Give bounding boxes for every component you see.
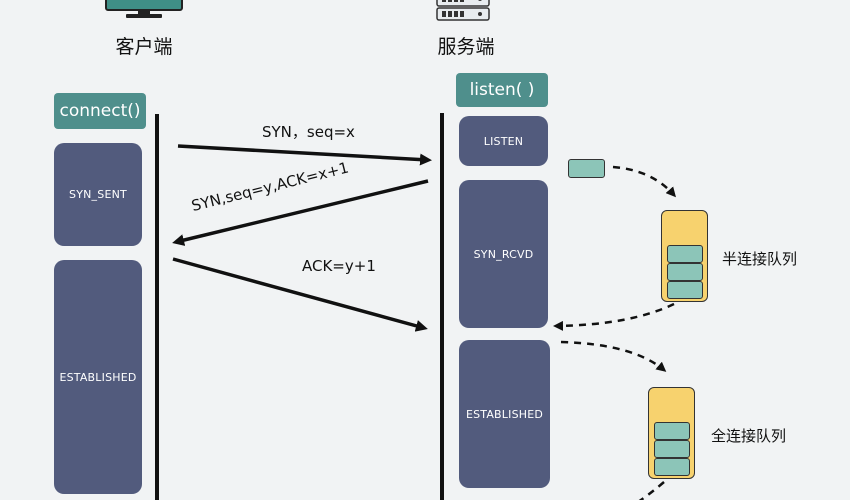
syn-ack-arrow — [172, 179, 429, 246]
server-title: 服务端 — [437, 36, 495, 58]
queue-slot — [654, 440, 690, 458]
half-connection-queue — [661, 210, 708, 302]
connect-call-box: connect() — [54, 93, 146, 129]
queue-slot — [667, 263, 703, 281]
server-state-listen: LISTEN — [459, 116, 548, 166]
to-half-queue-arrow — [612, 165, 676, 198]
from-half-queue-arrow — [553, 302, 675, 331]
server-icon — [436, 0, 490, 21]
queue-slot — [654, 422, 690, 440]
server-timeline — [440, 113, 444, 500]
server-state-established: ESTABLISHED — [459, 340, 550, 488]
client-state-established: ESTABLISHED — [54, 260, 142, 494]
full-queue-label: 全连接队列 — [711, 427, 787, 445]
syn-arrow — [177, 144, 432, 166]
server-state-syn-rcvd: SYN_RCVD — [459, 180, 548, 328]
full-connection-queue — [648, 387, 695, 479]
msg-syn: SYN，seq=x — [262, 123, 355, 141]
queue-slot — [654, 458, 690, 476]
from-full-queue-arrow — [638, 481, 665, 500]
client-title: 客户端 — [115, 36, 173, 58]
client-computer-icon — [105, 0, 183, 18]
client-timeline — [155, 114, 159, 500]
ack-arrow — [172, 257, 428, 332]
msg-ack: ACK=y+1 — [302, 257, 376, 275]
incoming-packet — [568, 159, 605, 178]
to-full-queue-arrow — [560, 340, 667, 372]
client-state-syn-sent: SYN_SENT — [54, 143, 142, 246]
half-queue-label: 半连接队列 — [722, 250, 798, 268]
queue-slot — [667, 245, 703, 263]
queue-slot — [667, 281, 703, 299]
listen-call-box: listen( ) — [456, 73, 548, 107]
